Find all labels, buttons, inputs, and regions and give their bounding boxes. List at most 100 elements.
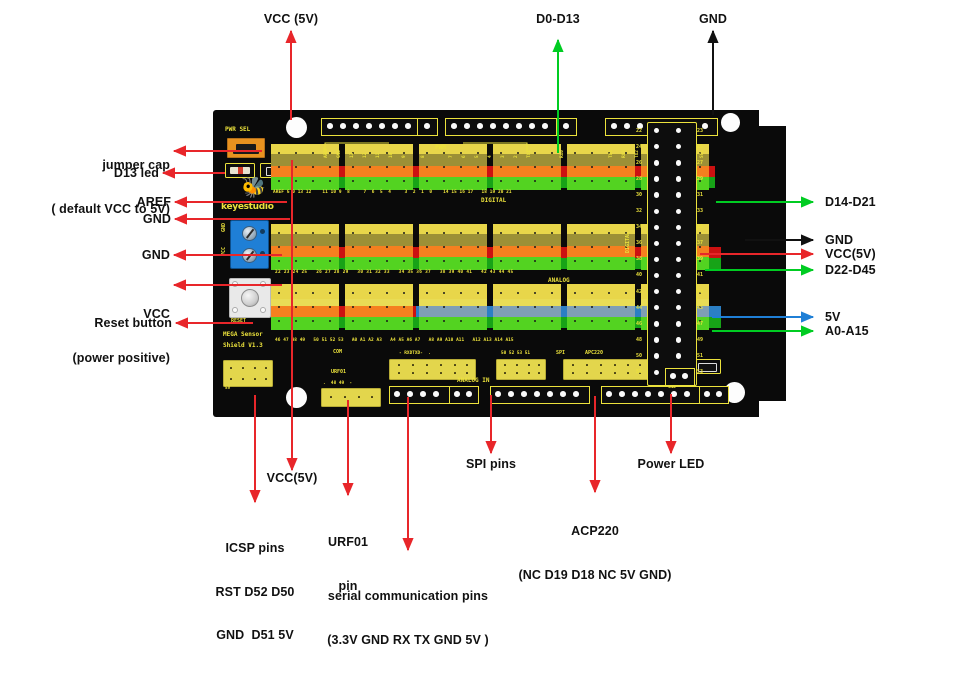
pin-dot bbox=[551, 246, 554, 249]
bottom-pin-row-left2[interactable] bbox=[449, 386, 479, 404]
header-stripe bbox=[271, 246, 339, 257]
header-pin[interactable] bbox=[654, 208, 660, 214]
header-pin[interactable] bbox=[676, 321, 682, 327]
pin-number-odd: 53 bbox=[697, 369, 704, 375]
pin-dot bbox=[369, 152, 372, 155]
header-pin[interactable] bbox=[654, 128, 660, 134]
header-pin[interactable] bbox=[654, 176, 660, 182]
pin-dot bbox=[352, 306, 355, 309]
header-pin[interactable] bbox=[676, 128, 682, 134]
pin-header-block[interactable] bbox=[345, 224, 413, 270]
pin-dot bbox=[352, 320, 355, 323]
header-pin[interactable] bbox=[676, 144, 682, 150]
apc220-header[interactable] bbox=[563, 359, 649, 380]
top-pin-label: 4 bbox=[488, 155, 493, 158]
pin-header-block[interactable] bbox=[345, 144, 413, 190]
pin-number-odd: 41 bbox=[697, 272, 704, 279]
pin-dot bbox=[352, 152, 355, 155]
top-header-aref-gnd[interactable] bbox=[321, 118, 419, 136]
header-stripe bbox=[271, 154, 339, 166]
pin-dot bbox=[699, 320, 702, 323]
header-stripe bbox=[419, 246, 487, 257]
pin-number-odd: 51 bbox=[697, 352, 704, 359]
spi-header[interactable] bbox=[496, 359, 546, 380]
header-pin[interactable] bbox=[676, 353, 682, 359]
pin-dot bbox=[551, 306, 554, 309]
urf01-header[interactable] bbox=[321, 388, 381, 407]
bottom-pin-row-digital2[interactable] bbox=[699, 386, 729, 404]
header-pin[interactable] bbox=[654, 224, 660, 230]
header-pin[interactable] bbox=[676, 208, 682, 214]
pin-dot bbox=[517, 306, 520, 309]
pin-dot bbox=[551, 166, 554, 169]
header-pin[interactable] bbox=[676, 176, 682, 182]
serial-header[interactable] bbox=[389, 359, 476, 380]
header-stripe bbox=[493, 177, 561, 190]
pin-header-block[interactable] bbox=[419, 144, 487, 190]
pin-dot bbox=[500, 232, 503, 235]
bottom-pin-row-analog[interactable] bbox=[490, 386, 590, 404]
bottom-pin-row-left[interactable] bbox=[389, 386, 451, 404]
pin-header-block[interactable] bbox=[271, 284, 339, 330]
header-pin[interactable] bbox=[654, 160, 660, 166]
header-pin[interactable] bbox=[654, 289, 660, 295]
pin-header-block[interactable] bbox=[493, 284, 561, 330]
top-header-d8[interactable] bbox=[417, 118, 438, 136]
bottom-pin-row-digital[interactable] bbox=[601, 386, 701, 404]
header-pin[interactable] bbox=[676, 224, 682, 230]
pin-dot bbox=[312, 292, 315, 295]
header-pin[interactable] bbox=[654, 305, 660, 311]
board-corner-notch-bottom bbox=[759, 401, 786, 417]
header-stripe bbox=[567, 234, 635, 246]
pin-dot bbox=[295, 152, 298, 155]
pin-header-block[interactable] bbox=[271, 224, 339, 270]
header-pin[interactable] bbox=[654, 321, 660, 327]
label-jumper-cap-line2: ( default VCC to 5V) bbox=[51, 201, 170, 216]
header-pin[interactable] bbox=[654, 240, 660, 247]
header-pin[interactable] bbox=[654, 369, 660, 375]
header-pin[interactable] bbox=[676, 160, 682, 166]
top-pin-label: 2 bbox=[514, 155, 519, 158]
header-pin[interactable] bbox=[654, 337, 660, 343]
header-pin[interactable] bbox=[676, 337, 682, 343]
top-pin-label: GND bbox=[337, 150, 342, 158]
pin-header-block[interactable] bbox=[419, 224, 487, 270]
header-stripe bbox=[493, 284, 561, 299]
label-gnd-right: GND bbox=[825, 233, 854, 247]
header-pin[interactable] bbox=[654, 256, 660, 263]
header-pin[interactable] bbox=[676, 192, 682, 198]
gnd-pin-pair[interactable] bbox=[665, 368, 695, 386]
header-pin[interactable] bbox=[676, 305, 682, 311]
pin-header-block[interactable] bbox=[567, 284, 635, 330]
pin-dot bbox=[278, 246, 281, 249]
pin-header-block[interactable] bbox=[419, 284, 487, 330]
pin-dot bbox=[500, 152, 503, 155]
header-pin[interactable] bbox=[654, 192, 660, 198]
header-pin[interactable] bbox=[676, 272, 682, 279]
pin-dot bbox=[591, 152, 594, 155]
icsp-header[interactable] bbox=[223, 360, 273, 387]
top-header-rx0[interactable] bbox=[556, 118, 577, 136]
mounting-hole-top-right bbox=[721, 113, 740, 132]
pin-header-block[interactable] bbox=[567, 144, 635, 190]
reset-button[interactable] bbox=[229, 278, 271, 318]
header-pin[interactable] bbox=[676, 240, 682, 247]
header-pin[interactable] bbox=[676, 256, 682, 263]
header-pin[interactable] bbox=[654, 272, 660, 279]
label-serial-line2: (3.3V GND RX TX GND 5V ) bbox=[327, 632, 489, 647]
header-pin[interactable] bbox=[654, 144, 660, 150]
silk-digital: DIGITAL bbox=[481, 197, 507, 204]
header-pin[interactable] bbox=[676, 289, 682, 295]
pin-header-block[interactable] bbox=[271, 144, 339, 190]
pin-number-odd: 45 bbox=[697, 304, 704, 311]
pin-header-block[interactable] bbox=[345, 284, 413, 330]
pin-header-block[interactable] bbox=[493, 224, 561, 270]
pin-dot bbox=[312, 260, 315, 263]
pin-dot bbox=[426, 180, 429, 183]
pin-header-block[interactable] bbox=[567, 224, 635, 270]
header-stripe bbox=[493, 166, 561, 177]
header-stripe bbox=[493, 306, 561, 317]
mounting-hole-bottom-right bbox=[724, 382, 745, 403]
top-header-d7-d0[interactable] bbox=[445, 118, 558, 136]
header-pin[interactable] bbox=[654, 353, 660, 359]
